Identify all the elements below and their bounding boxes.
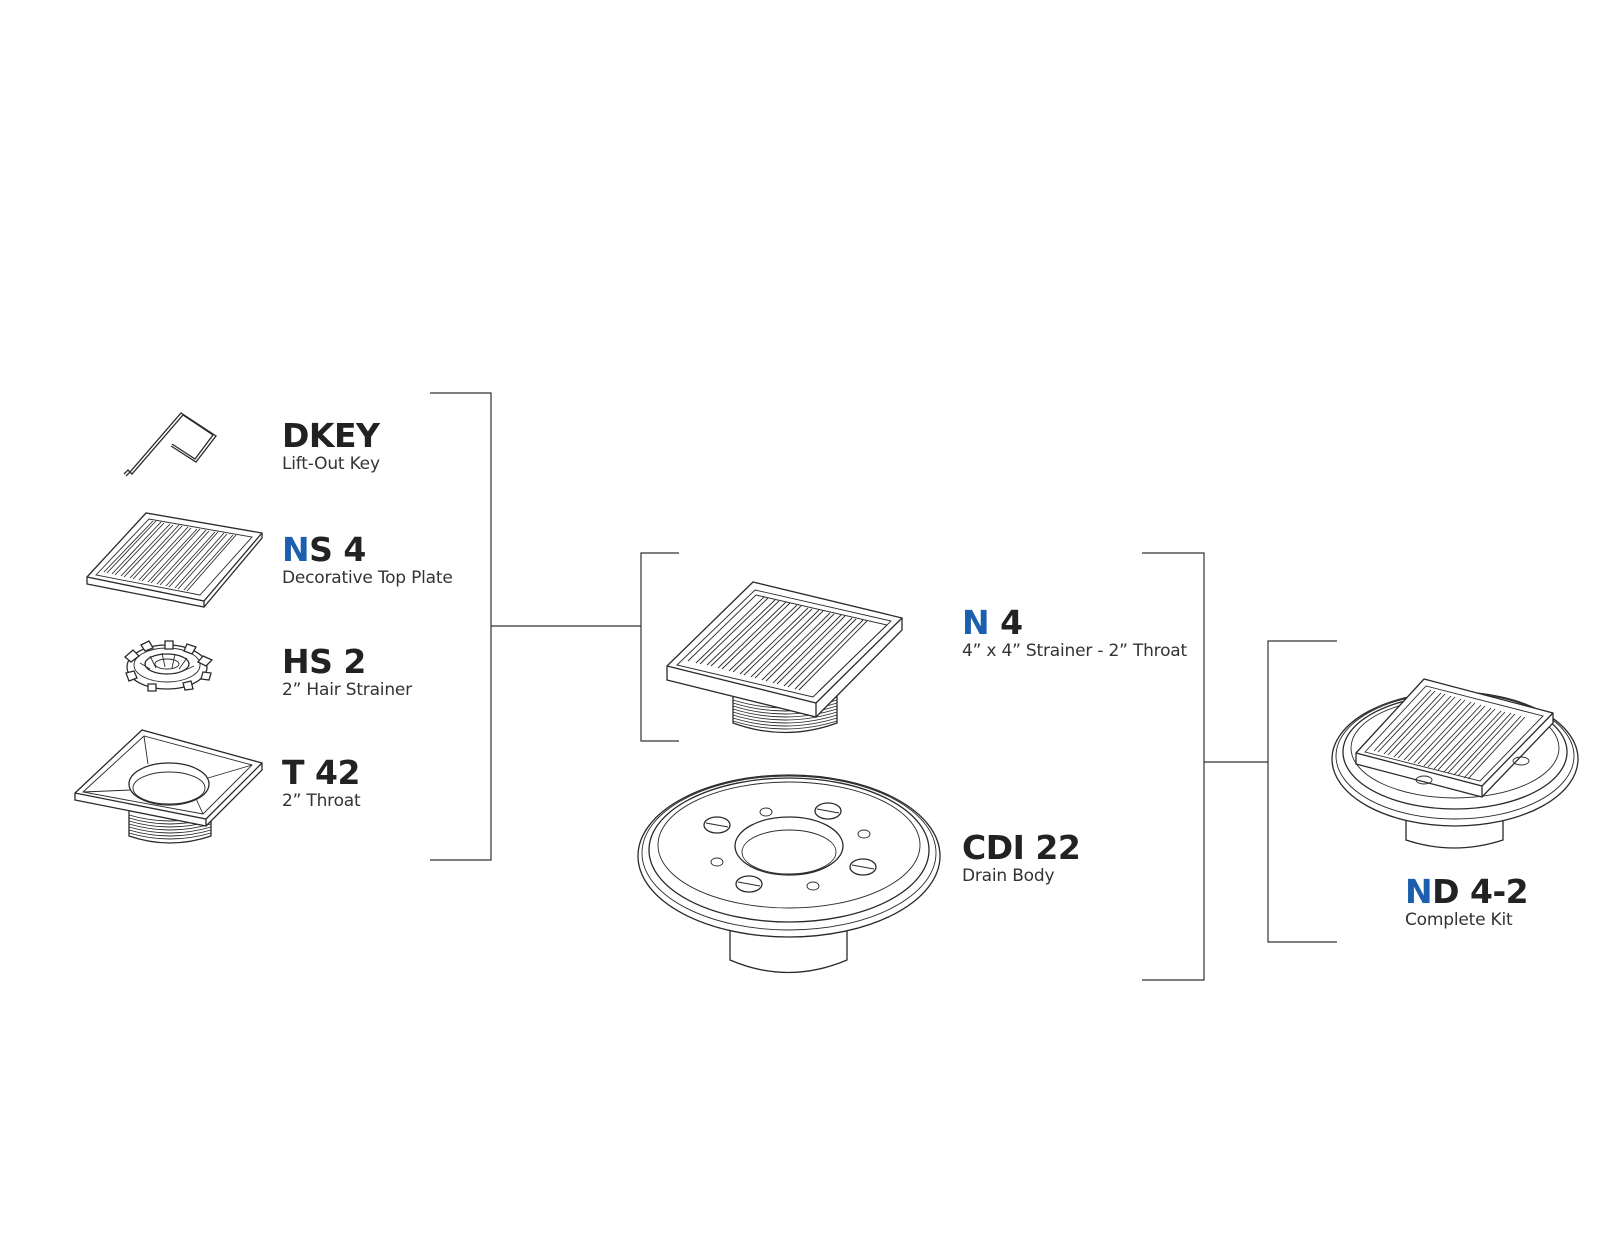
drain-body-bolts (703, 802, 877, 893)
part-code-dkey: DKEY (282, 416, 380, 455)
part-code-n4: N 4 (962, 605, 1187, 641)
bracket-n4 (640, 552, 679, 742)
strainer-assembly-icon (666, 581, 903, 734)
code-accent-letter: N (1405, 872, 1433, 911)
part-desc-nd42: Complete Kit (1405, 910, 1513, 930)
complete-kit-icon (1331, 678, 1579, 849)
part-desc-ns4: Decorative Top Plate (282, 568, 453, 588)
code-accent-letter: N (962, 603, 990, 642)
throat-icon (74, 729, 263, 844)
part-code-ns4: NS 4 (282, 532, 453, 568)
label-n4: N 4 4” x 4” Strainer - 2” Throat (962, 605, 1187, 662)
label-cdi22: CDI 22 Drain Body (962, 828, 1081, 887)
code-rest: S 4 (309, 530, 366, 569)
part-code-cdi22: CDI 22 (962, 828, 1081, 867)
part-code-nd42: ND 4-2 (1405, 872, 1529, 911)
slotted-plate-icon (86, 512, 263, 608)
label-ns4: NS 4 Decorative Top Plate (282, 532, 453, 589)
label-nd42: ND 4-2 Complete Kit (1405, 872, 1529, 931)
part-desc-dkey: Lift-Out Key (282, 454, 380, 474)
code-rest: D 4-2 (1432, 872, 1529, 911)
label-hs2: HS 2 2” Hair Strainer (282, 642, 412, 701)
bracket-n4-cdi-to-kit (1142, 552, 1268, 981)
code-rest: 4 (989, 603, 1023, 642)
part-desc-n4: 4” x 4” Strainer - 2” Throat (962, 641, 1187, 661)
label-t42: T 42 2” Throat (282, 753, 361, 812)
part-desc-hs2: 2” Hair Strainer (282, 680, 412, 700)
lift-key-icon (123, 412, 217, 477)
code-accent-letter: N (282, 530, 310, 569)
drain-body-icon (637, 774, 941, 974)
bracket-kit (1267, 640, 1337, 943)
label-dkey: DKEY Lift-Out Key (282, 416, 380, 475)
part-desc-cdi22: Drain Body (962, 866, 1055, 886)
bracket-parts-to-n4 (430, 392, 641, 861)
part-code-t42: T 42 (282, 753, 360, 792)
part-desc-t42: 2” Throat (282, 791, 361, 811)
part-code-hs2: HS 2 (282, 642, 366, 681)
hair-strainer-icon (123, 640, 214, 692)
